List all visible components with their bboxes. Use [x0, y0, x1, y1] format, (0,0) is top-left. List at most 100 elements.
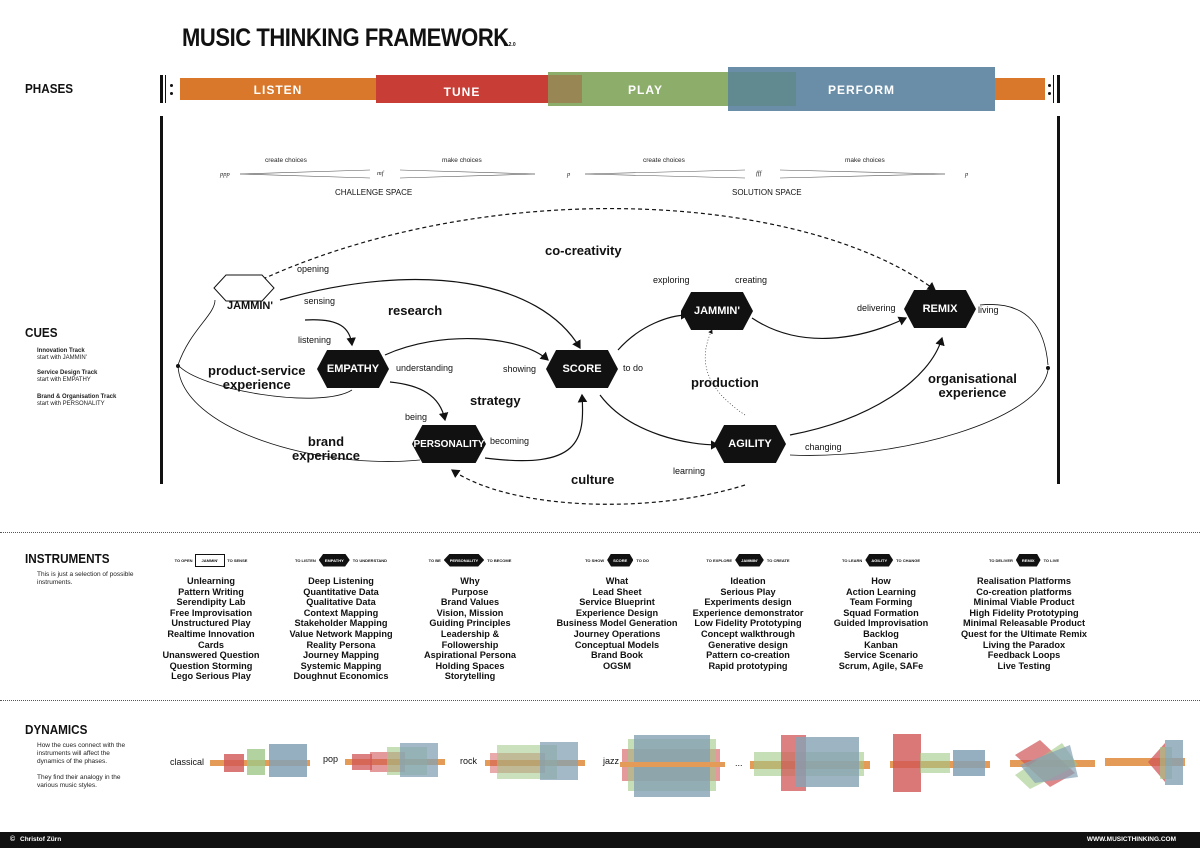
instrument-pre: TO DELIVER	[988, 557, 1013, 563]
instrument-item: Brand Values	[440, 597, 500, 608]
instrument-item: Service Scenario	[843, 650, 919, 661]
phase-listen-repeat-bar	[995, 78, 1045, 100]
instrument-item: Action Learning	[846, 586, 916, 597]
dyn-fff: fff	[756, 170, 762, 177]
label-strategy: strategy	[470, 393, 521, 408]
label-sensing: sensing	[304, 296, 336, 306]
instrument-item: Unlearning	[187, 576, 235, 586]
instrument-item: How	[871, 576, 891, 586]
instrument-item: Free Improvisation	[169, 607, 253, 618]
instrument-item: Live Testing	[997, 660, 1051, 671]
label-exploring: exploring	[653, 275, 690, 285]
instrument-pre: TO LISTEN	[294, 557, 316, 563]
instrument-item: What	[605, 576, 629, 586]
instrument-item: Systemic Mapping	[300, 660, 382, 671]
instrument-item: Pattern co-creation	[706, 650, 790, 661]
instrument-item: Concept walkthrough	[701, 628, 795, 639]
cue-diagram-edges	[176, 208, 1050, 505]
repeat-dot	[170, 84, 173, 87]
label-creating: creating	[735, 275, 768, 285]
instrument-node: REMIX	[1015, 553, 1041, 567]
divider	[0, 532, 1200, 533]
dyn-style-classical: classical	[170, 757, 205, 767]
instrument-item: OGSM	[602, 660, 632, 671]
instrument-pre: TO EXPLORE	[706, 557, 733, 563]
instrument-item: Leadership &	[440, 628, 500, 639]
instrument-node: JAMMIN'	[194, 553, 226, 567]
instrument-item: Team Forming	[849, 597, 913, 608]
repeat-line-left	[165, 75, 166, 103]
label-research: research	[388, 303, 443, 318]
label-being: being	[405, 412, 428, 422]
dyn-solution-space: SOLUTION SPACE	[732, 188, 802, 197]
instrument-node: SCORE	[607, 553, 634, 567]
dyn-p-left: p	[567, 171, 571, 178]
instrument-post: TO UNDERSTAND	[352, 557, 388, 563]
label-learning: learning	[673, 466, 706, 476]
instrument-post: TO BECOME	[487, 557, 512, 563]
instrument-item: Journey Operations	[573, 628, 661, 639]
dyn-challenge-space: CHALLENGE SPACE	[335, 188, 413, 197]
label-production: production	[691, 375, 759, 390]
divider	[0, 700, 1200, 701]
instrument-item: Minimal Releasable Product	[962, 618, 1086, 629]
cue-bar-right	[1057, 116, 1060, 484]
instrument-item: Deep Listening	[308, 576, 374, 586]
instrument-item: Question Storming	[169, 660, 253, 671]
section-phases: PHASES	[25, 81, 74, 96]
repeat-sign-left	[160, 75, 163, 103]
phase-listen-label: LISTEN	[253, 82, 303, 97]
instrument-node: JAMMIN'	[735, 553, 764, 567]
dyn-p-right: p	[965, 171, 969, 178]
instrument-item: Living the Paradox	[982, 639, 1066, 650]
instrument-item: Minimal Viable Product	[973, 597, 1075, 608]
dyn-create-left: create choices	[265, 157, 307, 164]
node-personality: PERSONALITY	[412, 425, 486, 463]
label-becoming: becoming	[490, 436, 530, 446]
dyn-mf: mf	[377, 170, 384, 177]
dynamics-note: How the cues connect with the instrument…	[37, 742, 126, 789]
dyn-style-rock: rock	[460, 756, 478, 766]
instrument-node: AGILITY	[865, 553, 894, 567]
instrument-item: Scrum, Agile, SAFe	[838, 660, 924, 671]
label-culture: culture	[571, 472, 615, 487]
instrument-item: Quantitative Data	[303, 586, 379, 597]
instrument-item: Stakeholder Mapping	[294, 618, 388, 629]
label-changing: changing	[805, 442, 842, 452]
footer-author: Christof Zürn	[20, 836, 62, 843]
instrument-item: Value Network Mapping	[289, 628, 393, 639]
instrument-node: EMPATHY	[318, 553, 350, 567]
repeat-dot	[170, 92, 173, 95]
node-empathy: EMPATHY	[317, 350, 389, 388]
footer-site-link[interactable]: WWW.MUSICTHINKING.COM	[1086, 836, 1176, 843]
instrument-pre: TO LEARN	[841, 557, 863, 563]
phase-play-label: PLAY	[628, 82, 663, 97]
instrument-item: Brand Book	[590, 650, 644, 661]
instrument-item: Context Mapping	[303, 607, 379, 618]
label-listening: listening	[298, 335, 332, 345]
section-cues: CUES	[25, 325, 58, 340]
repeat-sign-right	[1057, 75, 1060, 103]
instrument-item: Journey Mapping	[302, 650, 380, 661]
instrument-item: Serious Play	[720, 586, 776, 597]
label-living: living	[978, 305, 999, 315]
instrument-pre: TO BE	[428, 557, 441, 563]
instrument-item: Storytelling	[444, 671, 496, 682]
instrument-item: Lego Serious Play	[171, 671, 251, 682]
cue-bar-left	[160, 116, 163, 484]
label-delivering: delivering	[857, 303, 896, 313]
instrument-item: Backlog	[863, 628, 899, 639]
instrument-item: Holding Spaces	[435, 660, 505, 671]
label-organisational-experience: organisational experience	[928, 371, 1017, 400]
repeat-dot	[1048, 92, 1051, 95]
